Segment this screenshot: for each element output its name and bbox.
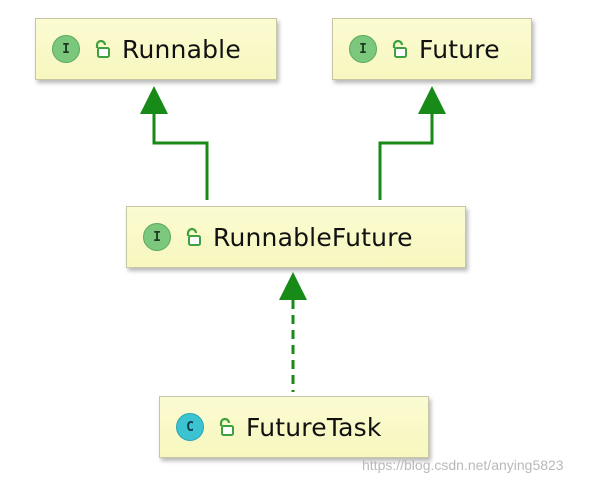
node-future[interactable]: I Future xyxy=(332,18,532,80)
node-runnablefuture[interactable]: I RunnableFuture xyxy=(126,206,466,268)
node-runnable[interactable]: I Runnable xyxy=(35,18,277,80)
interface-icon: I xyxy=(349,35,377,63)
lock-icon xyxy=(95,39,110,58)
node-label: Future xyxy=(419,34,500,64)
class-icon: C xyxy=(176,413,204,441)
arrowhead xyxy=(418,86,446,114)
lock-icon xyxy=(219,417,234,436)
interface-icon: I xyxy=(143,223,171,251)
watermark-text: https://blog.csdn.net/anying5823 xyxy=(362,457,564,473)
edge-runnablefuture-to-runnable xyxy=(140,86,209,200)
node-label: FutureTask xyxy=(246,412,382,442)
lock-icon xyxy=(186,227,201,246)
node-label: Runnable xyxy=(122,34,241,64)
lock-icon xyxy=(392,39,407,58)
interface-icon: I xyxy=(52,35,80,63)
edge-futuretask-to-runnablefuture xyxy=(279,272,307,392)
arrowhead xyxy=(140,86,168,114)
node-label: RunnableFuture xyxy=(213,222,413,252)
edge-runnablefuture-to-future xyxy=(378,86,446,200)
arrowhead xyxy=(279,272,307,300)
node-futuretask[interactable]: C FutureTask xyxy=(159,396,429,458)
